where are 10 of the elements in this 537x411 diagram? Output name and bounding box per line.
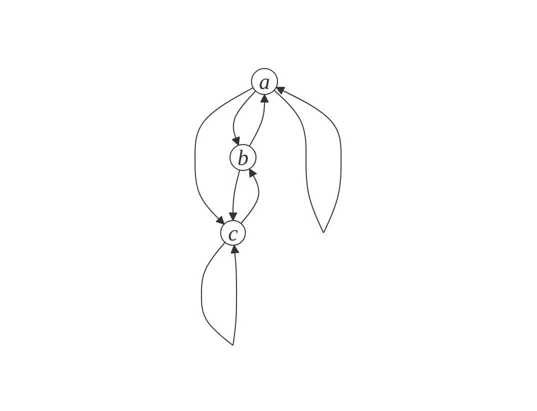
arrow: [240, 168, 260, 224]
arrow: [194, 87, 254, 225]
arrow: [232, 90, 257, 146]
node-circle: c: [220, 220, 246, 246]
arrow: [274, 87, 342, 234]
arrow: [249, 94, 270, 147]
node-circle: a: [251, 68, 278, 96]
arrow: [229, 170, 241, 222]
arrow: [201, 242, 240, 346]
node-circle: b: [230, 144, 257, 172]
